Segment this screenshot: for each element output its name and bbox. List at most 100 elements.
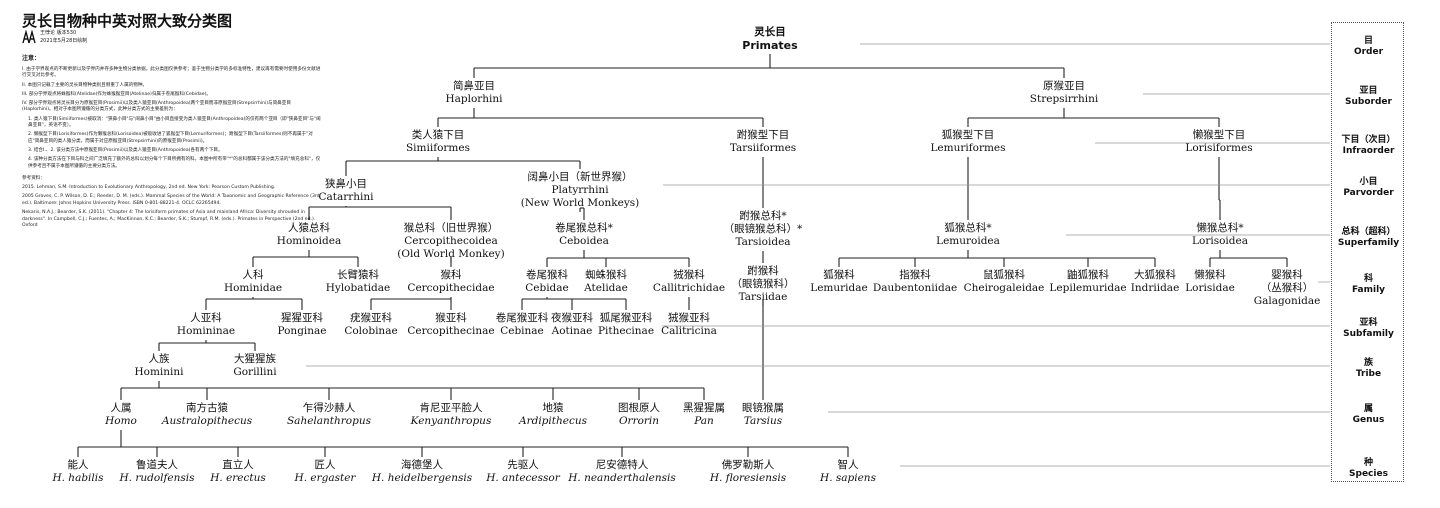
- author-logo-icon: [22, 30, 36, 44]
- taxon-zh-label: 鲁道夫人: [136, 459, 178, 471]
- taxon-zh-label: 人科: [242, 269, 264, 281]
- rank-en-label: Subfamily: [1343, 329, 1394, 340]
- taxon-ceboidea: 卷尾猴总科*Ceboidea: [434, 222, 734, 248]
- taxon-latin-label: Orrorin: [618, 414, 660, 427]
- taxon-latin-label: H. ergaster: [294, 471, 356, 484]
- taxon-latin-label: H. habilis: [52, 471, 104, 484]
- rank-zh-label: 亚目: [1359, 86, 1378, 96]
- note-item: II. 本图只记载了主要的灵长目物种类别且侧重了人属的物种。: [22, 82, 148, 88]
- taxon-latin-label: Tarsius: [743, 414, 783, 427]
- taxon-zh-label-alt: （眼镜猴科）: [731, 277, 795, 290]
- taxon-latin-label: Lepilemuridae: [1049, 281, 1127, 294]
- taxon-latin-label: Cercopithecoidea: [404, 234, 498, 247]
- taxon-latin-label: Indriidae: [1130, 281, 1180, 294]
- taxon-zh-label-alt: （丛猴科）: [1260, 281, 1314, 294]
- taxon-latin-label: Aotinae: [551, 324, 593, 337]
- taxon-latin-label: H. rudolfensis: [119, 471, 195, 484]
- taxon-zh-label: 狭鼻小目: [325, 178, 367, 190]
- taxon-latin-label: Calitricina: [661, 324, 717, 337]
- rank-en-label: Suborder: [1345, 97, 1392, 108]
- taxon-zh-label: 肯尼亚平脸人: [419, 402, 483, 414]
- taxon-cercopithecoidea: 猴总科（旧世界猴）Cercopithecoidea(Old World Monk…: [301, 222, 601, 260]
- taxon-zh-label: 大狐猴科: [1134, 269, 1176, 281]
- taxon-latin-label: Hominidae: [223, 281, 283, 294]
- taxon-latin-label: Lemuriformes: [930, 141, 1006, 154]
- rank-zh-label: 科: [1363, 274, 1373, 284]
- taxon-latin-label: Daubentoniidae: [872, 281, 958, 294]
- taxon-lemuroidea: 狐猴总科*Lemuroidea: [818, 222, 1118, 248]
- taxon-latin-label: Strepsirrhini: [1029, 92, 1099, 105]
- taxon-latin-label: Pan: [694, 414, 714, 427]
- rank-en-label: Order: [1353, 47, 1384, 58]
- taxon-latin-label: Pithecinae: [597, 324, 655, 337]
- taxon-zh-label: 猴亚科: [435, 312, 467, 324]
- taxon-zh-label: 跗猴总科*: [739, 210, 787, 222]
- taxon-zh-label: 猩猩亚科: [281, 312, 323, 324]
- taxon-zh-label: 鼠狐猴科: [983, 269, 1025, 281]
- taxon-zh-label: 猴总科（旧世界猴）: [403, 222, 499, 234]
- taxon-zh-label: 人亚科: [190, 312, 222, 324]
- taxon-zh-label: 狨猴科: [673, 269, 705, 281]
- rank-zh-label: 种: [1363, 458, 1373, 468]
- taxon-latin-label: Tarsioidea: [735, 235, 791, 248]
- note-item: 2. 懒猴型下目(Lorisiformes)作为懒猴总科(Lorisoidea)…: [28, 132, 313, 145]
- taxon-zh-label: 原猴亚目: [1043, 80, 1085, 92]
- taxon-latin-label: Lemuridae: [810, 281, 868, 294]
- taxon-zh-label: 黑猩猩属: [683, 402, 725, 414]
- taxon-latin-label: Platyrrhini: [551, 183, 609, 196]
- reference-item: 2005 Groves, C. P. Wilson, D. E.; Reeder…: [22, 194, 320, 206]
- taxon-latin-label: Hylobatidae: [325, 281, 391, 294]
- taxon-latin-label: H. heidelbergensis: [371, 471, 473, 484]
- taxon-zh-label: 卷尾猴亚科: [495, 312, 549, 324]
- taxon-zh-label: 鼬狐猴科: [1067, 269, 1109, 281]
- taxon-latin-label: Tarsiiformes: [729, 141, 797, 154]
- notes-panel: 注意： I. 由于学界观点的不断更新以及学界内并存多种生物分类依据，此分类图仅供…: [22, 55, 322, 232]
- taxon-lorisoidea: 懒猴总科*Lorisoidea: [1070, 222, 1370, 248]
- taxon-latin-label: Callitrichidae: [652, 281, 726, 294]
- taxon-zh-label: 狐尾猴亚科: [599, 312, 653, 324]
- taxon-latin-label: Primates: [742, 38, 798, 52]
- taxon-latin-label: H. sapiens: [820, 471, 876, 484]
- taxon-zh-label: 懒猴科: [1194, 269, 1226, 281]
- taxon-latin-label: Tarsiidae: [738, 290, 788, 303]
- rank-en-label: Species: [1349, 469, 1388, 480]
- taxon-zh-label: 人猿总科: [288, 222, 330, 234]
- rank-en-label: Family: [1351, 285, 1386, 296]
- taxon-latin-label: Hominini: [134, 365, 184, 378]
- taxon-zh-label-alt: （眼镜猴总科）*: [723, 222, 803, 235]
- taxon-tarsioidea: 跗猴总科*（眼镜猴总科）*Tarsioidea: [613, 210, 913, 248]
- taxon-zh-label: 匠人: [314, 459, 336, 471]
- taxon-latin-label: Cebinae: [500, 324, 544, 337]
